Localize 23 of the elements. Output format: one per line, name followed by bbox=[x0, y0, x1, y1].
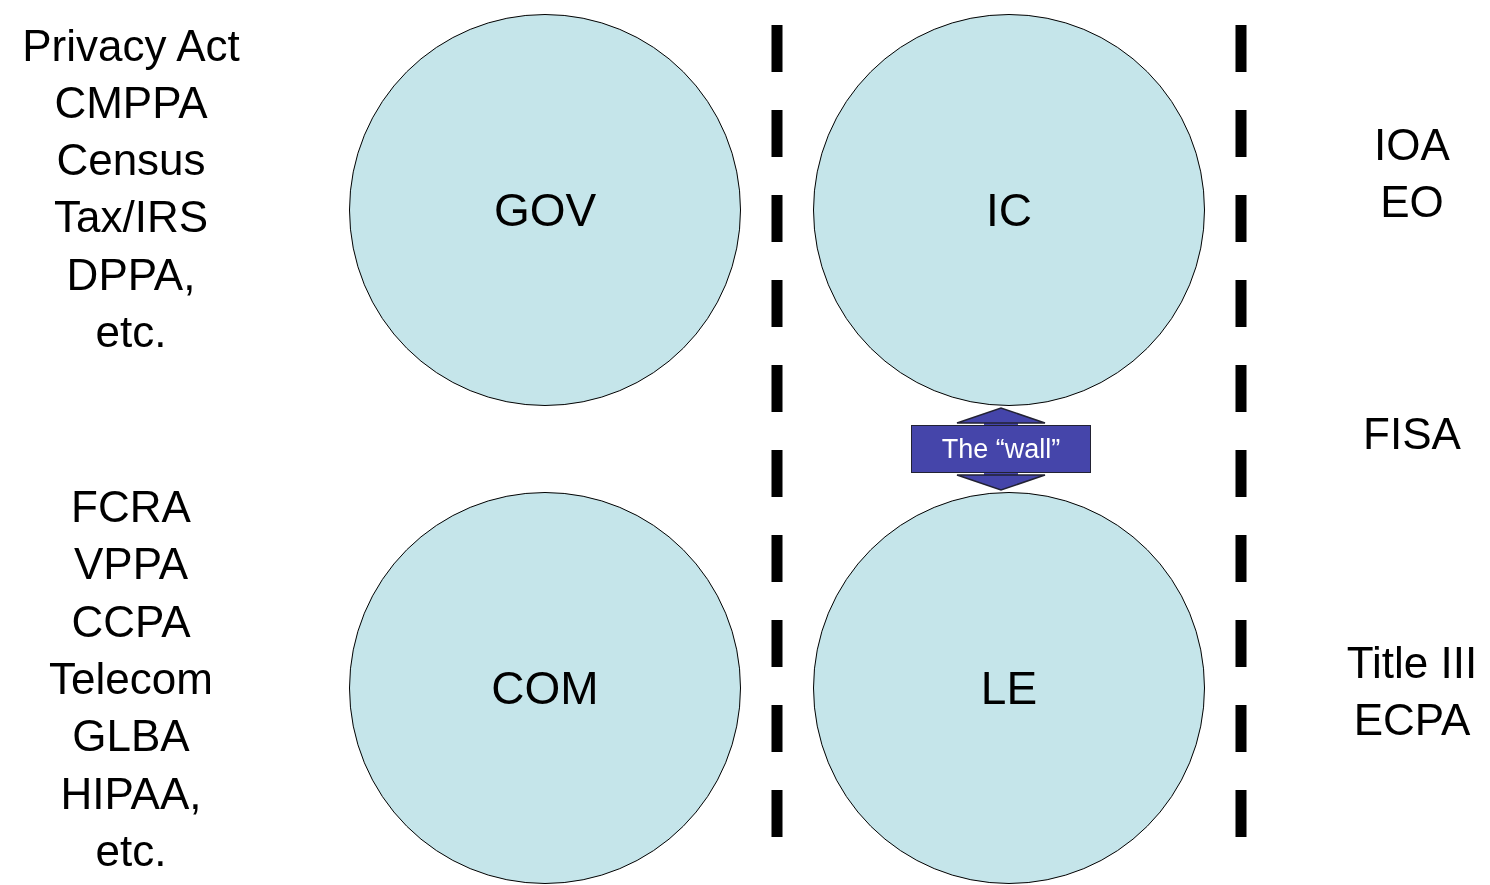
law-label: Title III bbox=[1346, 637, 1478, 689]
law-label: etc. bbox=[95, 825, 167, 877]
law-label: FCRA bbox=[71, 481, 191, 533]
edge-label: The “wall” bbox=[911, 425, 1091, 473]
law-label: Census bbox=[56, 134, 206, 186]
law-label: VPPA bbox=[73, 538, 189, 590]
law-label: EO bbox=[1380, 176, 1444, 228]
law-label: Privacy Act bbox=[22, 20, 240, 72]
law-label: CCPA bbox=[71, 596, 191, 648]
law-label: DPPA, bbox=[66, 249, 196, 301]
node-label: COM bbox=[491, 661, 599, 715]
law-label: IOA bbox=[1374, 119, 1450, 171]
law-label: etc. bbox=[95, 306, 167, 358]
node-label: LE bbox=[980, 661, 1038, 715]
law-label: ECPA bbox=[1353, 694, 1471, 746]
law-label: HIPAA, bbox=[60, 768, 202, 820]
node-label: IC bbox=[986, 183, 1032, 237]
node-label: GOV bbox=[493, 183, 597, 237]
law-label: Tax/IRS bbox=[54, 191, 208, 243]
law-label: CMPPA bbox=[54, 77, 208, 129]
law-label: Telecom bbox=[49, 653, 213, 705]
law-label: GLBA bbox=[72, 710, 190, 762]
law-label: FISA bbox=[1363, 408, 1461, 460]
